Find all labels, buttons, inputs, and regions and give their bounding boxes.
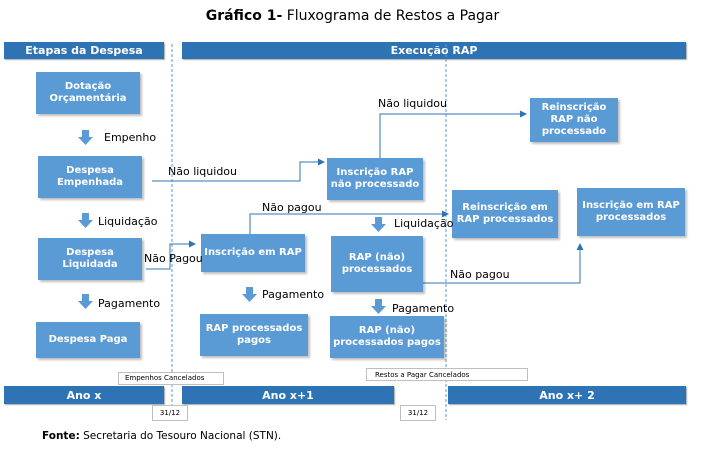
figure-title-number: Gráfico 1- bbox=[205, 8, 283, 24]
label-nao-pagou: Não pagou bbox=[262, 201, 322, 214]
label-liquidacao-2: Liquidação bbox=[394, 217, 454, 230]
figure-source-text: Secretaria do Tesouro Nacional (STN). bbox=[79, 430, 282, 442]
connector-nao-pagou-liquidada bbox=[146, 240, 196, 270]
figure-source-label: Fonte: bbox=[42, 430, 80, 442]
box-inscricao-rap-nao-processado: Inscrição RAP não processado bbox=[327, 158, 423, 200]
label-pagamento-2: Pagamento bbox=[262, 288, 325, 301]
band-ano-x1-label: Ano x+1 bbox=[262, 388, 314, 402]
box-despesa-paga: Despesa Paga bbox=[36, 322, 140, 358]
band-etapas-da-despesa: Etapas da Despesa bbox=[4, 42, 164, 59]
arrow-down-liquidacao-2 bbox=[371, 217, 386, 232]
arrow-down-pagamento bbox=[78, 294, 93, 309]
band-execucao-label: Execução RAP bbox=[390, 44, 478, 57]
arrow-down-pagamento-2 bbox=[242, 287, 257, 302]
box-rap-processados-pagos: RAP processados pagos bbox=[200, 314, 308, 356]
band-ano-x-label: Ano x bbox=[66, 388, 102, 402]
label-nao-pagou-3: Não pagou bbox=[450, 268, 510, 281]
box-rap-nao-processados-pagos: RAP (não) processados pagos bbox=[330, 316, 444, 358]
arrow-down-liquidacao bbox=[78, 213, 93, 228]
box-inscricao-rap-processados: Inscrição em RAP processados bbox=[577, 188, 685, 236]
connector-nao-liquidou-2 bbox=[379, 110, 527, 158]
connector-nao-pagou-reinscricao bbox=[249, 210, 449, 234]
label-liquidacao: Liquidação bbox=[98, 215, 158, 228]
arrow-down-empenho bbox=[78, 130, 93, 145]
note-empenhos-cancelados: Empenhos Cancelados bbox=[118, 372, 224, 385]
band-etapas-label: Etapas da Despesa bbox=[25, 44, 143, 57]
label-nao-liquidou: Não liquidou bbox=[168, 165, 238, 178]
note-restos-cancelados-text: Restos a Pagar Cancelados bbox=[375, 371, 470, 379]
arrow-down-pagamento-3 bbox=[371, 299, 386, 314]
box-reinscricao-rap-processados: Reinscrição em RAP processados bbox=[452, 190, 558, 238]
note-empenhos-cancelados-text: Empenhos Cancelados bbox=[125, 374, 205, 382]
label-pagamento: Pagamento bbox=[98, 297, 161, 310]
box-dotacao-orcamentaria: Dotação Orçamentária bbox=[36, 72, 140, 114]
label-pagamento-3: Pagamento bbox=[392, 302, 455, 315]
figure-title: Gráfico 1- Fluxograma de Restos a Pagar bbox=[0, 8, 705, 24]
box-inscricao-em-rap: Inscrição em RAP bbox=[201, 234, 305, 272]
box-despesa-liquidada: Despesa Liquidada bbox=[38, 238, 142, 280]
box-reinscricao-rap-nao-processado: Reinscrição RAP não processado bbox=[530, 98, 618, 142]
connector-nao-liquidou bbox=[152, 158, 325, 182]
date-marker-1: 31/12 bbox=[152, 405, 188, 421]
label-nao-pagou-liquidada: Não Pagou bbox=[144, 252, 203, 265]
box-despesa-empenhada: Despesa Empenhada bbox=[38, 156, 142, 198]
date-marker-2: 31/12 bbox=[400, 405, 436, 421]
label-empenho: Empenho bbox=[104, 131, 157, 144]
band-ano-x: Ano x bbox=[4, 386, 164, 404]
band-ano-x2-label: Ano x+ 2 bbox=[539, 388, 595, 402]
figure-title-text: Fluxograma de Restos a Pagar bbox=[282, 8, 500, 24]
connector-nao-pagou-inscricao-proc bbox=[420, 243, 584, 284]
band-execucao-rap: Execução RAP bbox=[182, 42, 686, 59]
band-ano-x2: Ano x+ 2 bbox=[448, 386, 686, 404]
figure-source: Fonte: Secretaria do Tesouro Nacional (S… bbox=[42, 430, 281, 442]
band-ano-x1: Ano x+1 bbox=[182, 386, 394, 404]
note-restos-cancelados: Restos a Pagar Cancelados bbox=[366, 368, 528, 381]
box-rap-nao-processados: RAP (não) processados bbox=[331, 236, 423, 292]
label-nao-liquidou-2: Não liquidou bbox=[378, 97, 448, 110]
